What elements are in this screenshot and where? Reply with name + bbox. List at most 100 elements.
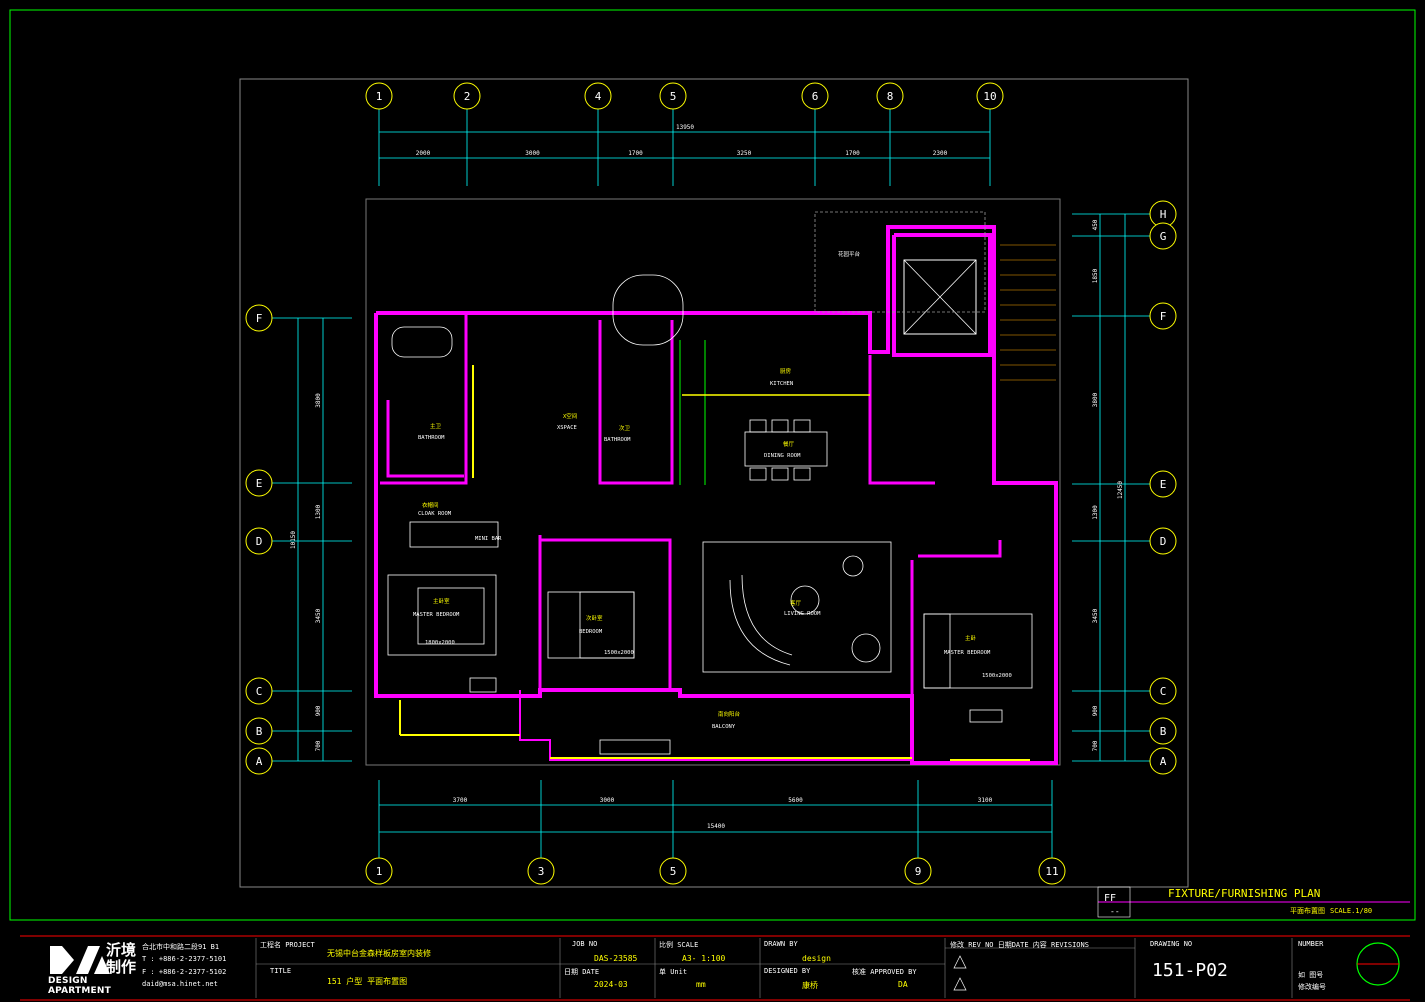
room-master2-cn: 主卧 [965, 634, 977, 642]
svg-text:B: B [1160, 725, 1167, 738]
svg-text:H: H [1160, 208, 1167, 221]
sheet-title-text: FIXTURE/FURNISHING PLAN [1168, 887, 1320, 900]
dim-top-2: 1700 [628, 150, 643, 157]
grid-bubble-left-F: F [245, 304, 273, 332]
project-label: 工程名 PROJECT [260, 941, 315, 949]
room-master2-bed: 1500x2000 [982, 673, 1012, 679]
svg-text:C: C [256, 685, 263, 698]
room-living-cn: 客厅 [790, 599, 802, 607]
room-bedroom: BEDROOM [579, 629, 603, 635]
unit-value: mm [696, 980, 706, 989]
company-logo: 沂境 制作 DESIGN APARTMENT [48, 942, 140, 997]
sheet-subtitle-cn: 平面布置图 [1290, 906, 1325, 915]
dim-top-3: 3250 [737, 150, 752, 157]
grid-bubble-bottom-11: 11 [1038, 857, 1066, 885]
drawn-value: design [802, 954, 831, 963]
grid-bubble-right-B: B [1149, 717, 1177, 745]
room-xspace-cn: X空间 [563, 412, 577, 420]
svg-text:D: D [1160, 535, 1167, 548]
sheet-title: FF -- FIXTURE/FURNISHING PLAN 平面布置图 SCAL… [1097, 886, 1410, 918]
svg-text:G: G [1160, 230, 1167, 243]
company-tel: T : +886-2-2377-5101 [142, 955, 227, 963]
dim-right-3: 1300 [1092, 505, 1099, 520]
svg-text:11: 11 [1045, 865, 1058, 878]
scale-value: A3- 1:100 [682, 954, 726, 963]
room-bedroom-cn: 次卧室 [586, 614, 603, 622]
svg-text:9: 9 [915, 865, 922, 878]
dim-right-2: 3800 [1092, 392, 1099, 407]
grid-bubble-top-1: 1 [365, 82, 393, 110]
logo-en-text: DESIGN APARTMENT [48, 976, 111, 996]
svg-text:A: A [256, 755, 263, 768]
dim-left-1: 1300 [315, 504, 322, 519]
date-label: 日期 DATE [564, 968, 600, 976]
dim-right-0: 450 [1092, 219, 1099, 230]
room-master1: MASTER BEDROOM [413, 612, 460, 618]
room-bathroom2: BATHROOM [604, 437, 631, 443]
dim-top-1: 3000 [525, 150, 540, 157]
svg-text:A: A [1160, 755, 1167, 768]
room-cloak-cn: 衣帽间 [422, 501, 439, 509]
dim-bottom-1: 3000 [600, 797, 615, 804]
svg-text:10: 10 [983, 90, 996, 103]
grid-bubble-left-A: A [245, 747, 273, 775]
room-dining: DINING ROOM [764, 453, 801, 459]
title-label: TITLE [270, 967, 292, 975]
grid-bubble-right-D: D [1149, 527, 1177, 555]
grid-bubble-bottom-1: 1 [365, 857, 393, 885]
number-label: NUMBER [1298, 940, 1324, 948]
grid-bubble-top-4: 4 [584, 82, 612, 110]
svg-text:5: 5 [670, 90, 677, 103]
dim-left-total: 10150 [290, 531, 297, 549]
logo-cn-text: 沂境 制作 [106, 941, 137, 976]
grid-bubble-right-G: G [1149, 222, 1177, 250]
revisions-label: 修改 REV NO 日期DATE 内容 REVISIONS [950, 941, 1089, 949]
svg-text:E: E [256, 477, 263, 490]
designed-label: DESIGNED BY [764, 967, 811, 975]
grid-bubble-bottom-5: 5 [659, 857, 687, 885]
room-master1-bed: 1800x2000 [425, 640, 455, 646]
dim-left-0: 3800 [315, 393, 322, 408]
room-bedroom-bed: 1500x2000 [604, 650, 634, 656]
drawn-label: DRAWN BY [764, 940, 798, 948]
svg-text:F: F [1160, 310, 1167, 323]
dim-right-6: 700 [1092, 740, 1099, 751]
furniture [387, 274, 1033, 755]
designed-value: 康桥 [802, 981, 818, 990]
dim-right-total: 12450 [1117, 481, 1124, 499]
dim-left-4: 700 [315, 740, 322, 751]
grid-bubble-top-10: 10 [976, 82, 1004, 110]
svg-text:3: 3 [538, 865, 545, 878]
dim-left-2: 3450 [315, 608, 322, 623]
drawing-no-value: 151-P02 [1152, 960, 1228, 981]
dim-top-0: 2000 [416, 150, 431, 157]
approved-label: 核准 APPROVED BY [852, 968, 917, 976]
room-bathroom1: BATHROOM [418, 435, 445, 441]
grid-bubble-top-6: 6 [801, 82, 829, 110]
dim-right-4: 3450 [1092, 608, 1099, 623]
grid-bubble-left-C: C [245, 677, 273, 705]
svg-text:4: 4 [595, 90, 602, 103]
drawing-frame-inner [239, 78, 1189, 888]
number-note2: 修改编号 [1298, 983, 1326, 991]
grid-bubble-left-E: E [245, 469, 273, 497]
room-balcony: BALCONY [712, 724, 736, 730]
grid-bubble-left-D: D [245, 527, 273, 555]
approved-value: DA [898, 980, 908, 989]
room-bathroom1-cn: 主卫 [430, 422, 442, 430]
room-master2: MASTER BEDROOM [944, 650, 991, 656]
job-value: DAS-23585 [594, 954, 638, 963]
room-dining-cn: 餐厅 [783, 440, 795, 448]
room-cloak: CLOAK ROOM [418, 511, 452, 517]
grid-bubble-top-8: 8 [876, 82, 904, 110]
grid-bubble-top-2: 2 [453, 82, 481, 110]
svg-text:1: 1 [376, 865, 383, 878]
project-value: 无锡中台金森样板房室内装修 [327, 949, 431, 958]
scale-label: 比例 SCALE [659, 941, 699, 949]
job-label: JOB NO [572, 940, 598, 948]
title-value: 151 户型 平面布置图 [327, 977, 408, 986]
dim-left-3: 900 [315, 705, 322, 716]
